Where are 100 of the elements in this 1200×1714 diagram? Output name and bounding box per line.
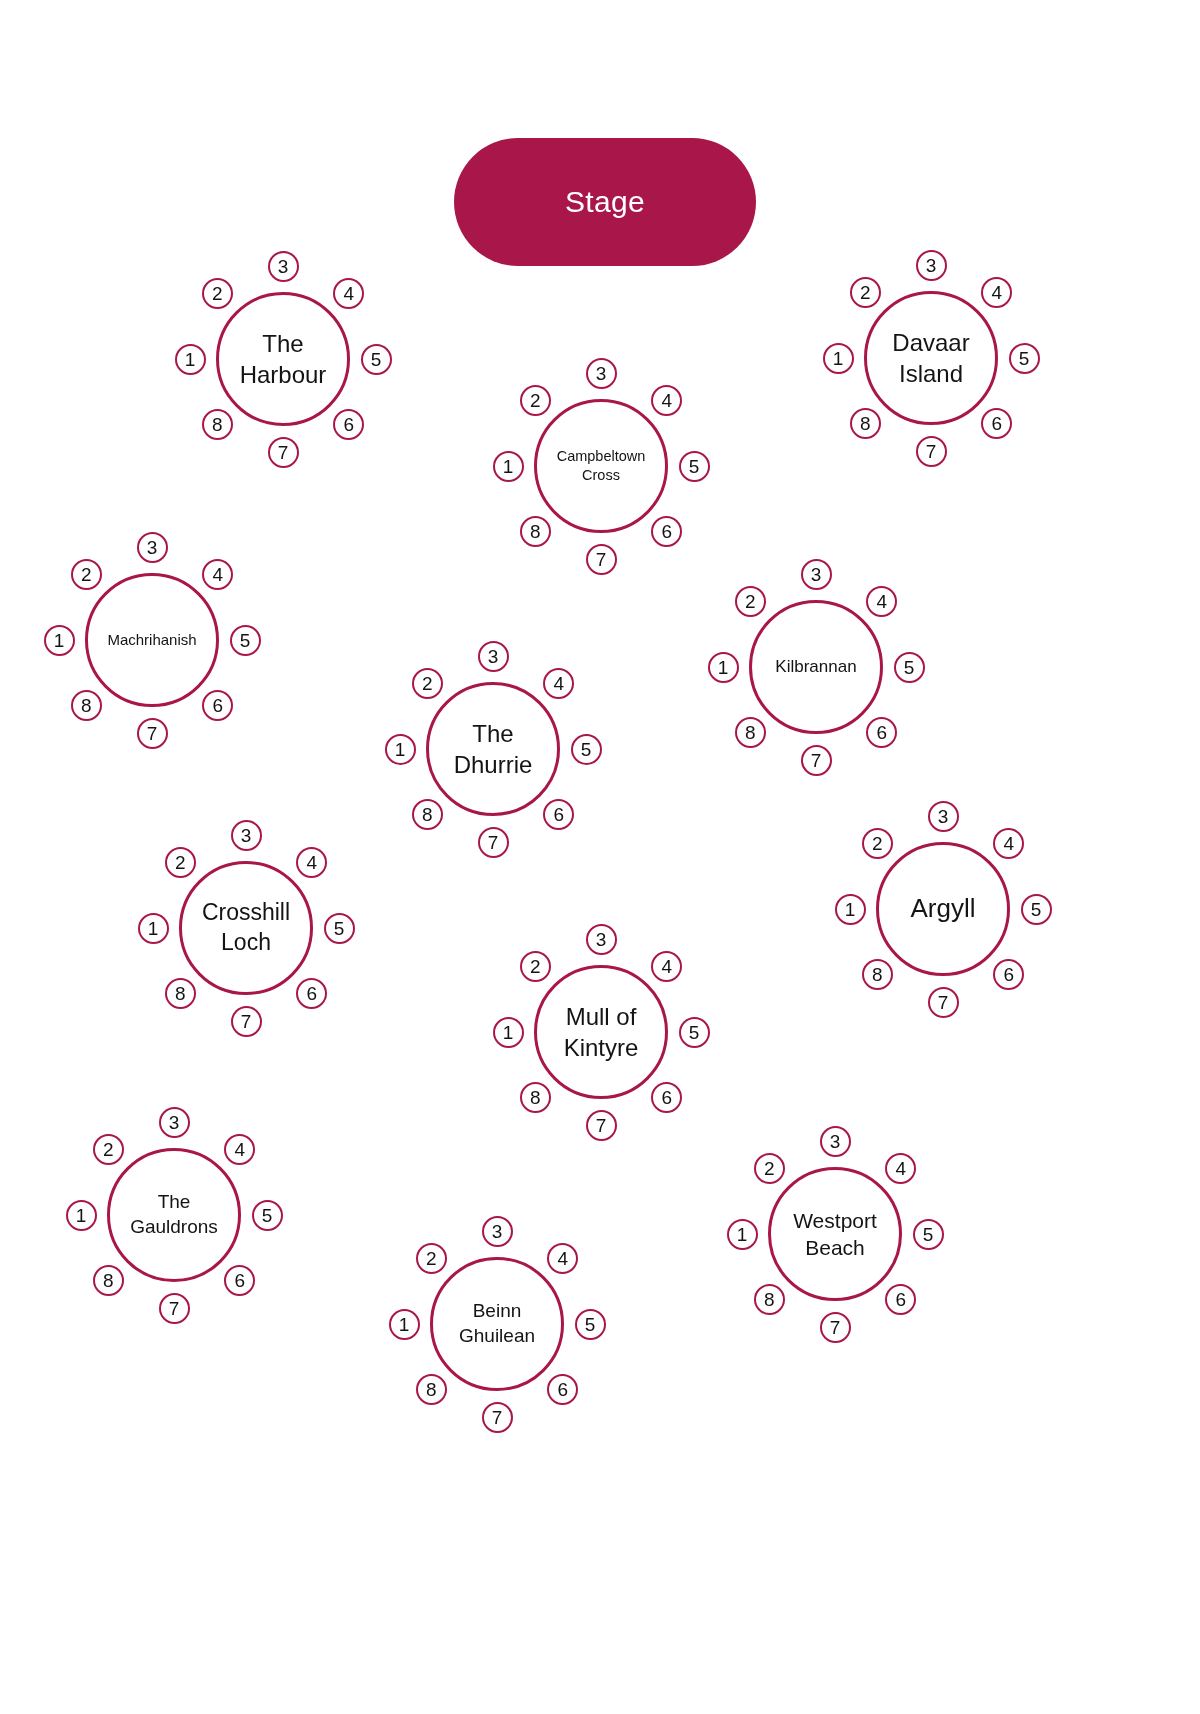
table-name: Beinn Ghuilean [457, 1299, 537, 1348]
seat-number: 1 [53, 630, 65, 650]
seat-circle [388, 1308, 420, 1340]
seat-circle [137, 912, 169, 944]
seat-number: 7 [240, 1011, 252, 1031]
seat-circle [519, 1082, 551, 1114]
seat-circle [164, 978, 196, 1010]
seat-circle [92, 1265, 124, 1297]
seat-number: 1 [75, 1205, 87, 1225]
seat-circle [753, 1152, 785, 1184]
seat-number: 4 [991, 282, 1003, 302]
seat-number: 5 [922, 1224, 934, 1244]
seat-number: 5 [1030, 899, 1042, 919]
seat-number: 6 [661, 522, 673, 542]
seat-number: 8 [529, 1088, 541, 1108]
seat-number: 5 [584, 1314, 596, 1334]
seat-number: 6 [343, 415, 355, 435]
seat-circle [70, 558, 102, 590]
seat-circle [800, 558, 832, 590]
table-name: Davaar Island [891, 327, 971, 389]
table-name: The Harbour [238, 328, 328, 390]
seat-circle [202, 558, 234, 590]
seat-number: 2 [174, 852, 186, 872]
seat-number: 8 [211, 415, 223, 435]
seat-number: 3 [168, 1112, 180, 1132]
seat-circle [202, 690, 234, 722]
seat-number: 2 [529, 956, 541, 976]
seat-number: 4 [212, 564, 224, 584]
seat-circle [230, 1005, 262, 1037]
seat-circle [477, 826, 509, 858]
seat-number: 6 [553, 805, 565, 825]
seat-number: 8 [744, 723, 756, 743]
seat-circle [866, 717, 898, 749]
seat-number: 6 [557, 1380, 569, 1400]
seat-circle [323, 912, 355, 944]
seat-circle [136, 717, 168, 749]
seat-number: 3 [491, 1221, 503, 1241]
seat-number: 3 [487, 646, 499, 666]
seat-number: 6 [306, 984, 318, 1004]
seat-number: 6 [876, 723, 888, 743]
seat-number: 8 [425, 1380, 437, 1400]
seat-circle [885, 1284, 917, 1316]
seat-number: 3 [925, 255, 937, 275]
seat-circle [993, 827, 1025, 859]
seat-number: 2 [763, 1158, 775, 1178]
seat-number: 7 [146, 723, 158, 743]
seat-number: 4 [661, 390, 673, 410]
seat-circle [267, 436, 299, 468]
seat-number: 2 [211, 283, 223, 303]
seat-circle [230, 819, 262, 851]
seat-circle [981, 276, 1013, 308]
seat-circle [543, 667, 575, 699]
seat-number: 3 [595, 363, 607, 383]
seat-circle [481, 1401, 513, 1433]
seat-circle [411, 799, 443, 831]
seat-circle [885, 1152, 917, 1184]
seat-number: 1 [398, 1314, 410, 1334]
seat-circle [164, 846, 196, 878]
seat-circle [477, 640, 509, 672]
seat-number: 6 [212, 696, 224, 716]
seat-circle [651, 384, 683, 416]
seat-number: 5 [580, 739, 592, 759]
seat-circle [678, 1016, 710, 1048]
seat-number: 8 [871, 965, 883, 985]
seat-circle [519, 950, 551, 982]
seat-number: 3 [595, 929, 607, 949]
seat-circle [360, 343, 392, 375]
seat-number: 8 [102, 1271, 114, 1291]
seat-circle [651, 950, 683, 982]
seat-circle [492, 450, 524, 482]
seat-number: 7 [595, 1115, 607, 1135]
seat-number: 5 [333, 918, 345, 938]
seat-circle [296, 978, 328, 1010]
seat-number: 2 [421, 673, 433, 693]
seat-number: 7 [595, 549, 607, 569]
seat-circle [547, 1374, 579, 1406]
seat-circle [519, 384, 551, 416]
seat-number: 6 [661, 1088, 673, 1108]
seat-circle [296, 846, 328, 878]
seat-circle [65, 1199, 97, 1231]
seat-number: 4 [234, 1139, 246, 1159]
seat-circle [574, 1308, 606, 1340]
seat-circle [174, 343, 206, 375]
seat-circle [822, 342, 854, 374]
seat-number: 3 [810, 564, 822, 584]
seat-number: 7 [487, 832, 499, 852]
seat-circle [43, 624, 75, 656]
seat-number: 7 [277, 442, 289, 462]
seat-number: 8 [174, 984, 186, 1004]
table-name: Machrihanish [107, 630, 197, 650]
seat-circle [585, 543, 617, 575]
seat-circle [251, 1199, 283, 1231]
seat-circle [861, 959, 893, 991]
seat-circle [585, 1109, 617, 1141]
seat-circle [753, 1284, 785, 1316]
seat-circle [136, 531, 168, 563]
seat-number: 5 [903, 657, 915, 677]
seat-number: 3 [829, 1131, 841, 1151]
seat-circle [201, 409, 233, 441]
seat-number: 4 [876, 591, 888, 611]
